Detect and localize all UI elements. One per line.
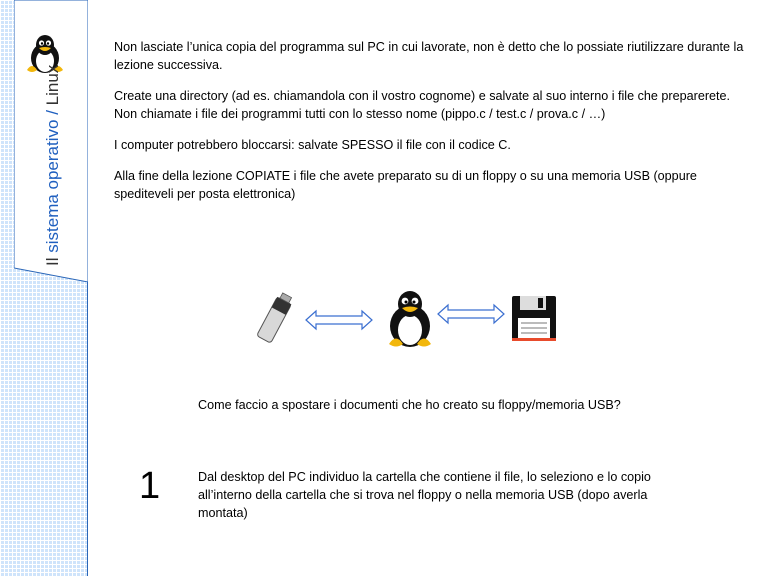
paragraph: Alla fine della lezione COPIATE i file c…: [114, 169, 697, 201]
paragraph: Non lasciate l’unica copia del programma…: [114, 40, 744, 72]
paragraph: I computer potrebbero bloccarsi: salvate…: [114, 138, 511, 152]
tux-logo-icon: [22, 34, 68, 79]
title-highlight: sistema operativo: [43, 119, 62, 253]
sidebar-divider: [87, 0, 88, 576]
floppy-disk-icon: [512, 296, 556, 341]
section-title: Il sistema operativo / Linux: [42, 6, 64, 266]
question-caption: Come faccio a spostare i documenti che h…: [198, 398, 621, 412]
double-arrow-left: [305, 309, 373, 331]
main-content: Non lasciate l’unica copia del programma…: [114, 38, 754, 216]
tux-penguin-icon: [389, 291, 431, 347]
step-number: 1: [139, 465, 161, 507]
title-separator: /: [43, 105, 62, 120]
title-suffix: Linux: [43, 64, 62, 106]
transfer-diagram: [250, 288, 570, 350]
title-prefix: Il: [43, 252, 62, 267]
paragraph: Create una directory (ad es. chiamandola…: [114, 89, 731, 121]
double-arrow-right: [437, 303, 505, 325]
step-description: Dal desktop del PC individuo la cartella…: [198, 470, 651, 520]
usb-drive-icon: [257, 292, 293, 343]
